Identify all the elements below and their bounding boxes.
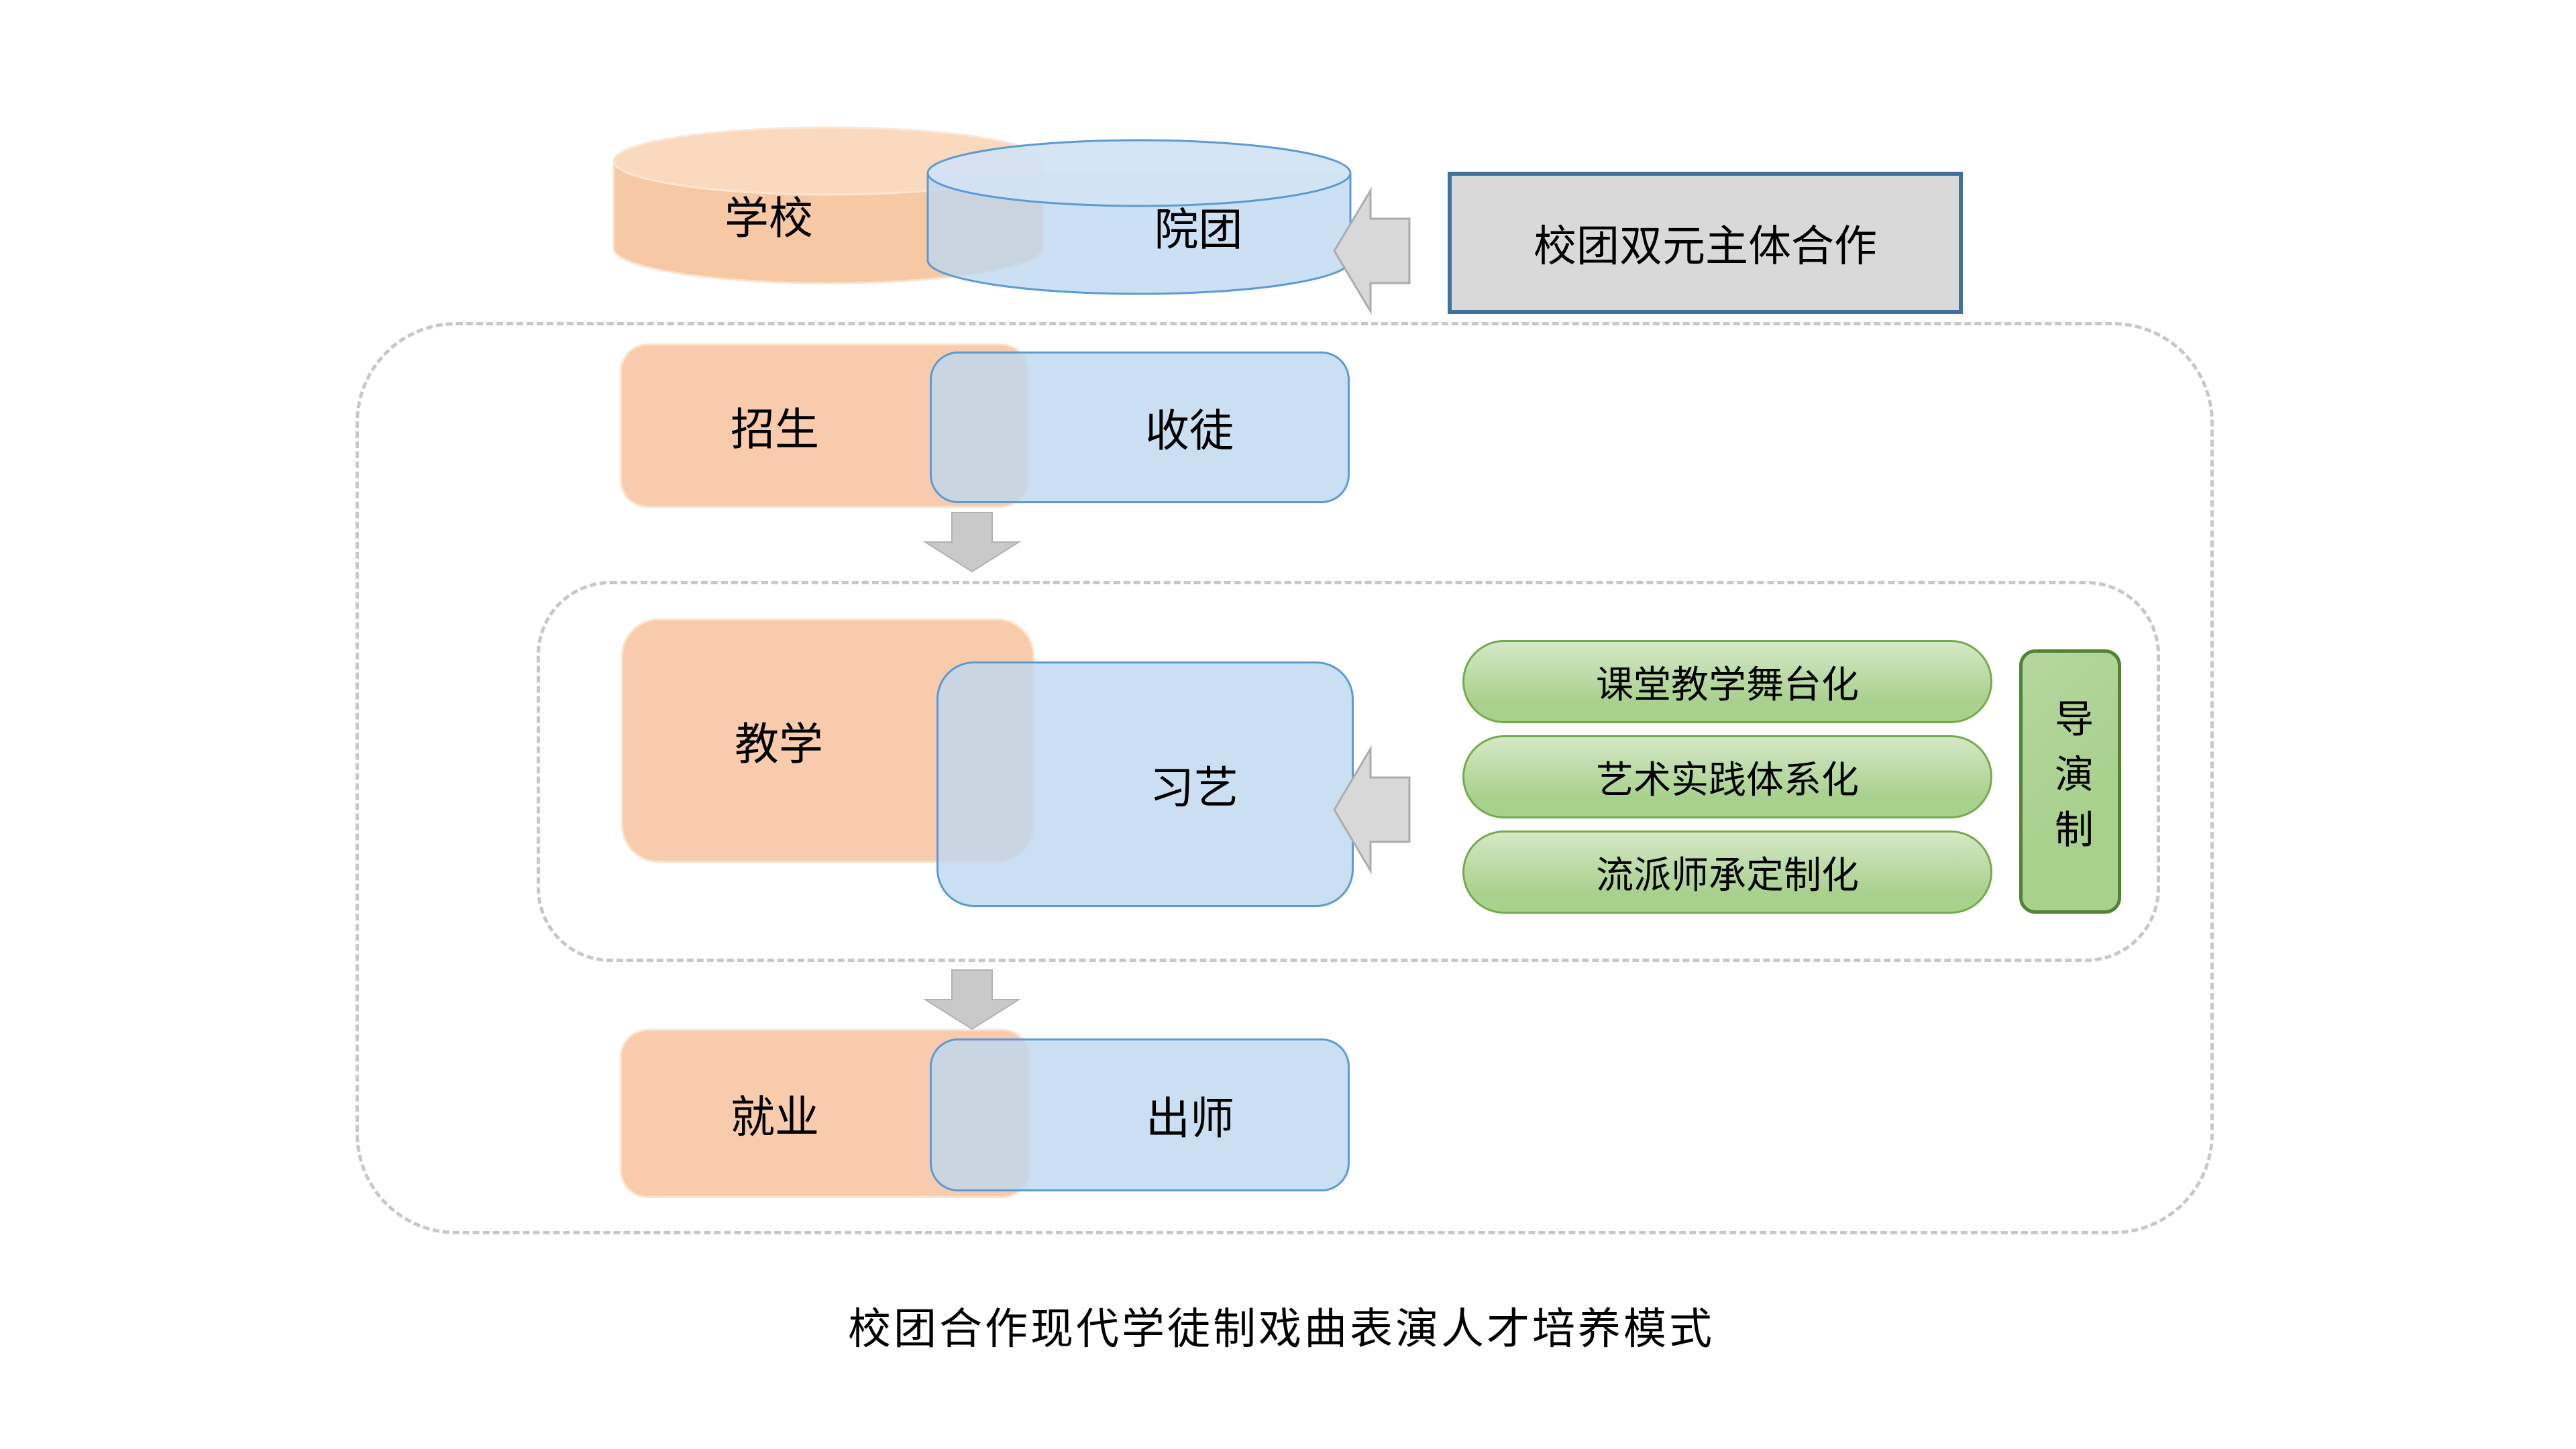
method-pill-classroom: 课堂教学舞台化 [1462, 640, 1992, 723]
down-arrow-icon [923, 511, 1021, 573]
stage-employment-troupe-label: 出师 [1146, 1093, 1234, 1143]
down-arrow-icon [923, 969, 1021, 1030]
cooperation-box-label: 校团双元主体合作 [1534, 222, 1877, 270]
director-system-label: 导演制 [2049, 698, 2092, 865]
troupe-cylinder: 院团 [926, 138, 1352, 295]
method-pill-classroom-label: 课堂教学舞台化 [1596, 663, 1859, 706]
cylinder-shape-icon [926, 139, 1352, 295]
stage-employment-troupe: 出师 [930, 1038, 1350, 1191]
stage-enrollment-troupe-label: 收徒 [1145, 406, 1234, 455]
left-arrow-icon [1332, 743, 1411, 876]
cooperation-box: 校团双元主体合作 [1448, 172, 1963, 314]
stage-teaching-troupe-label: 习艺 [1150, 763, 1238, 812]
method-pill-mentorship: 流派师承定制化 [1462, 830, 1992, 914]
method-pill-practice-label: 艺术实践体系化 [1596, 758, 1859, 801]
method-pill-mentorship-label: 流派师承定制化 [1596, 853, 1859, 896]
school-cylinder-label: 学校 [724, 193, 813, 243]
outer-dashed-frame [356, 322, 2214, 1234]
diagram-caption: 校团合作现代学徒制戏曲表演人才培养模式 [848, 1305, 1715, 1353]
method-pill-practice: 艺术实践体系化 [1462, 735, 1992, 818]
left-arrow-icon [1332, 185, 1411, 317]
stage-employment-school-label: 就业 [731, 1092, 819, 1142]
inner-dashed-frame [537, 581, 2160, 962]
stage-teaching-school-label: 教学 [735, 719, 823, 769]
stage-enrollment-school-label: 招生 [731, 404, 819, 454]
stage-teaching-troupe: 习艺 [936, 661, 1354, 907]
troupe-cylinder-label: 院团 [1154, 205, 1243, 254]
stage-enrollment-troupe: 收徒 [930, 352, 1350, 503]
director-system-box: 导演制 [2019, 649, 2121, 914]
